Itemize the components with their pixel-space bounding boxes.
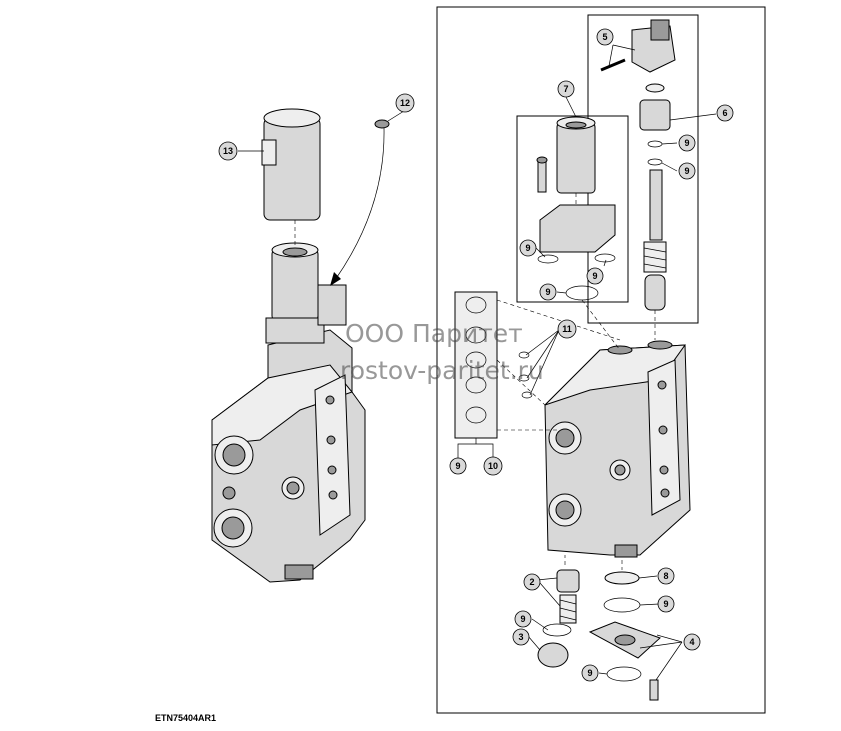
- callout-label: 9: [684, 138, 689, 148]
- callout-label: 9: [525, 243, 530, 253]
- bolt-4: [649, 679, 659, 701]
- subassembly-frame-7: [516, 115, 629, 303]
- figure-code: ETN75404AR1: [155, 713, 216, 723]
- callout-13: 13: [218, 141, 238, 161]
- large-o-ring: [565, 285, 599, 301]
- callout-label: 2: [529, 577, 534, 587]
- callout-12: 12: [395, 93, 415, 113]
- arrow-head: [330, 272, 341, 286]
- callout-9: 9: [657, 595, 675, 613]
- leader-lines: [238, 44, 717, 681]
- callout-label: 7: [563, 84, 568, 94]
- callout-label: 3: [518, 632, 523, 642]
- solenoid-connector: [317, 284, 347, 326]
- callout-label: 13: [223, 146, 233, 156]
- callout-9: 9: [678, 162, 696, 180]
- pilot-housing-7: [556, 122, 596, 194]
- callout-8: 8: [657, 567, 675, 585]
- callout-label: 9: [663, 599, 668, 609]
- callout-label: 12: [400, 98, 410, 108]
- callout-label: 9: [520, 614, 525, 624]
- spring-6: [643, 241, 667, 273]
- exploded-valve-section: [454, 19, 691, 701]
- callout-11: 11: [557, 319, 577, 339]
- callout-7: 7: [557, 80, 575, 98]
- callout-9: 9: [581, 664, 599, 682]
- seal-plug-12: [374, 119, 390, 129]
- callout-label: 5: [602, 32, 607, 42]
- callout-label: 9: [684, 166, 689, 176]
- callout-9: 9: [539, 283, 557, 301]
- callout-label: 9: [587, 668, 592, 678]
- spool-6: [649, 169, 663, 241]
- callout-label: 8: [663, 571, 668, 581]
- valve-stem-housing: [271, 249, 319, 321]
- callout-label: 9: [592, 271, 597, 281]
- callout-4: 4: [683, 633, 701, 651]
- callout-10: 10: [483, 456, 503, 476]
- callout-2: 2: [523, 573, 541, 591]
- plug-3: [537, 642, 569, 668]
- callout-9: 9: [678, 134, 696, 152]
- exploded-view-frame: [436, 6, 766, 714]
- callout-label: 4: [689, 637, 694, 647]
- assembled-valve-section: [211, 108, 390, 583]
- callout-3: 3: [512, 628, 530, 646]
- valve-body-side-plate: [314, 374, 351, 536]
- pilot-flange-7: [539, 204, 616, 253]
- watermark-line-2: rostov-paritet.ru: [340, 356, 544, 385]
- callouts: 13 12 5 7 6 9 9 9 9 9 11 9 10 2 8 9 9 3 …: [218, 28, 734, 682]
- section-side-plate: [647, 359, 681, 516]
- callout-5: 5: [596, 28, 614, 46]
- plug-2: [556, 569, 580, 593]
- gasket-plate: [454, 291, 498, 439]
- callout-label: 9: [455, 461, 460, 471]
- spool-tip-6: [644, 274, 666, 311]
- callout-label: 6: [722, 108, 727, 118]
- watermark-line-1: ООО Паритет: [345, 319, 523, 348]
- callout-9: 9: [514, 610, 532, 628]
- valve-stem-collar: [265, 317, 325, 344]
- callout-9: 9: [586, 267, 604, 285]
- callout-9: 9: [519, 239, 537, 257]
- callout-label: 10: [488, 461, 498, 471]
- solenoid-coil-13: [263, 117, 321, 221]
- spool-cap-6: [639, 99, 671, 131]
- callout-label: 9: [545, 287, 550, 297]
- bolt-7: [537, 159, 547, 193]
- callout-9: 9: [449, 457, 467, 475]
- bottom-fitting: [284, 564, 314, 580]
- callout-6: 6: [716, 104, 734, 122]
- spring-2: [559, 594, 577, 624]
- callout-label: 11: [562, 324, 572, 334]
- seal-8: [604, 571, 640, 585]
